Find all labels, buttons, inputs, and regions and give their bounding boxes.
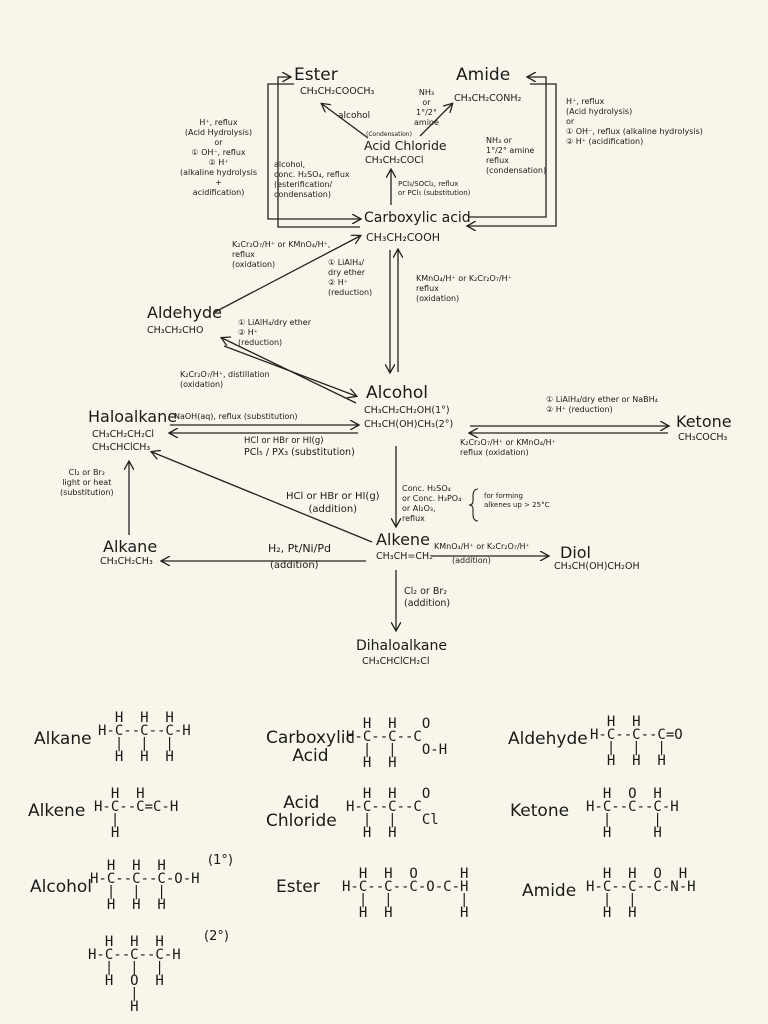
diol-formula: CH₃CH(OH)CH₂OH: [554, 561, 640, 572]
alkene-to-dihalo-conditions: Cl₂ or Br₂ (addition): [404, 586, 451, 609]
struct-label-amide: Amide: [522, 881, 577, 901]
aldehyde-formula: CH₃CH₂CHO: [147, 325, 204, 336]
alkane-formula: CH₃CH₂CH₃: [100, 556, 153, 567]
struct-alcohol-1: H H H H-C--C--C-O-H | | | H H H: [90, 858, 200, 913]
alcohol-formula-2: CH₃CH(OH)CH₃(2°): [364, 419, 454, 430]
dehydration-conditions: Conc. H₂SO₄ or Conc. H₃PO₄ or Al₂O₃, ref…: [402, 484, 462, 523]
aldehyde-oxidation-conditions: K₂Cr₂O₇/H⁺ or KMnO₄/H⁺, reflux (oxidatio…: [232, 240, 331, 269]
alkane-to-halo-conditions: Cl₂ or Br₂ light or heat (substitution): [60, 468, 114, 497]
alcohol-reagent-label: alcohol: [338, 111, 371, 121]
struct-label-ester: Ester: [276, 877, 320, 897]
arrow-acid-to-ester: [277, 77, 360, 228]
haloalkane-formula-2: CH₃CHClCH₃: [92, 442, 151, 453]
alkene-to-halo-conditions: HCl or HBr or HI(g) (addition): [286, 491, 380, 515]
alcohol-to-halo-reagent-2: PCl₅ / PX₃ (substitution): [244, 447, 355, 458]
dehydration-note: for forming alkenes up > 25°C: [484, 492, 550, 509]
alkane-name: Alkane: [103, 537, 158, 556]
haloalkane-formula-1: CH₃CH₂CH₂Cl: [92, 429, 155, 440]
aldehyde-name: Aldehyde: [147, 303, 222, 322]
struct-label-alkane: Alkane: [34, 729, 92, 749]
dihaloalkane-formula: CH₃CHClCH₂Cl: [362, 656, 430, 667]
struct-label-alkene: Alkene: [28, 801, 86, 821]
acid-reduction-conditions: ① LiAlH₄/ dry ether ② H⁺ (reduction): [328, 258, 373, 297]
ester-hydrolysis-conditions: H⁺, reflux (Acid Hydrolysis) or ① OH⁻, r…: [180, 118, 258, 197]
amide-name: Amide: [456, 65, 511, 85]
arrow-aldehyde-to-acid: [214, 236, 360, 313]
alkene-formula: CH₃CH=CH₂: [376, 551, 433, 562]
struct-label-carboxylic-acid: Carboxylic Acid: [266, 728, 355, 766]
arrow-acyl-to-ester: [322, 104, 369, 139]
alkene-to-diol-type: (addition): [452, 556, 491, 565]
halo-to-alcohol-conditions: NaOH(aq), reflux (substitution): [174, 412, 298, 421]
alkene-to-diol-reagent: KMnO₄/H⁺ or K₂Cr₂O₇/H⁺: [434, 542, 530, 551]
haloalkane-name: Haloalkane: [88, 407, 178, 426]
struct-amide: H H O H H-C--C--C-N-H | | H H: [586, 866, 696, 921]
alkene-name: Alkene: [376, 530, 430, 549]
struct-alkene: H H H-C--C=C-H | H: [94, 786, 179, 841]
alcohol-to-acid-conditions: KMnO₄/H⁺ or K₂Cr₂O₇/H⁺ reflux (oxidation…: [416, 274, 512, 303]
alcohol-to-aldehyde-conditions: K₂Cr₂O₇/H⁺, distillation (oxidation): [180, 370, 270, 389]
struct-alcohol-2: H H H H-C--C--C-H | | | H O H | H: [88, 934, 181, 1015]
carboxylic-acid-name: Carboxylic acid: [364, 210, 471, 226]
amide-hydrolysis-conditions: H⁺, reflux (Acid hydrolysis) or ① OH⁻, r…: [566, 97, 703, 146]
acid-chloride-formula: CH₃CH₂COCl: [365, 155, 424, 166]
aldehyde-reduction-conditions: ① LiAlH₄/dry ether ② H⁺ (reduction): [238, 318, 311, 347]
alcohol-to-halo-reagent-1: HCl or HBr or HI(g): [244, 436, 324, 446]
ketone-reduction-conditions: ① LiAlH₄/dry ether or NaBH₄ ② H⁺ (reduct…: [546, 395, 658, 414]
ketone-name: Ketone: [676, 412, 732, 431]
struct-ester: H H O H H-C--C--C-O-C-H | | | H H H: [342, 866, 469, 921]
struct-label-alcohol: Alcohol: [30, 877, 92, 897]
arrow-ester-to-acid: [267, 83, 360, 219]
struct-label-acid-chloride: Acid Chloride: [266, 793, 337, 831]
amide-formula: CH₃CH₂CONH₂: [454, 93, 522, 104]
amide-condensation-conditions: NH₃ or 1°/2° amine reflux (condensation): [486, 136, 547, 175]
condensation-note: (Condensation): [366, 131, 412, 138]
struct-ketone: H O H H-C--C--C-H | | H H: [586, 786, 679, 841]
alcohol-to-ketone-conditions: K₂Cr₂O₇/H⁺ or KMnO₄/H⁺ reflux (oxidation…: [460, 438, 556, 457]
ketone-formula: CH₃COCH₃: [678, 432, 728, 443]
struct-aldehyde: H H H-C--C--C=O | | | H H H: [590, 714, 683, 769]
esterification-conditions: alcohol, conc. H₂SO₄, reflux (esterifica…: [274, 160, 350, 199]
ester-formula: CH₃CH₂COOCH₃: [300, 86, 375, 97]
struct-label-aldehyde: Aldehyde: [508, 729, 588, 749]
arrow-acyl-to-amide: [419, 104, 452, 137]
struct-acid-chloride: H H O H-C--C--C | | Cl H H: [346, 786, 439, 841]
struct-tag-alcohol-1: (1°): [208, 853, 233, 868]
arrow-aldehyde-to-alcohol: [223, 345, 356, 396]
acid-chloride-name: Acid Chloride: [364, 138, 447, 153]
struct-label-ketone: Ketone: [510, 801, 570, 821]
nh3-amine-reagent: NH₃ or 1°/2° amine: [414, 88, 439, 127]
carboxylic-acid-formula: CH₃CH₂COOH: [366, 231, 440, 244]
hydrogenation-reagent: H₂, Pt/Ni/Pd: [268, 542, 331, 555]
acyl-chloride-reagent: PCl₃/SOCl₂, reflux or PCl₅ (substitution…: [398, 180, 471, 197]
arrow-acid-to-amide: [468, 77, 547, 218]
struct-carboxylic-acid: H H O H-C--C--C | | O-H H H: [346, 716, 448, 771]
ester-name: Ester: [294, 65, 338, 85]
alcohol-name: Alcohol: [366, 383, 428, 403]
alcohol-formula-1: CH₃CH₂CH₂OH(1°): [364, 405, 450, 416]
struct-tag-alcohol-2: (2°): [204, 929, 229, 944]
struct-alkane: H H H H-C--C--C-H | | | H H H: [98, 710, 191, 765]
diol-name: Diol: [560, 543, 591, 562]
arrow-amide-to-acid: [468, 83, 557, 226]
dihaloalkane-name: Dihaloalkane: [356, 638, 447, 654]
arrow-alkene-to-halo: [152, 452, 373, 543]
condition-brace: [468, 488, 479, 522]
hydrogenation-type: (addition): [270, 560, 319, 571]
